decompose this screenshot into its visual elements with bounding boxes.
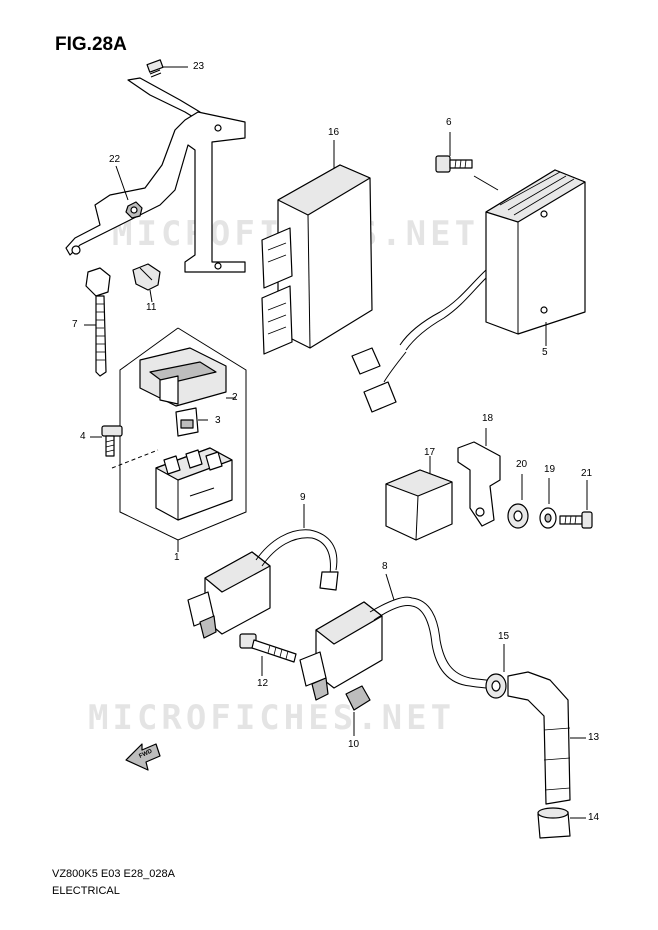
callout-16: 16 <box>328 127 340 138</box>
callout-2: 2 <box>232 392 238 403</box>
part-7-cable-tie <box>84 267 111 377</box>
callout-10: 10 <box>348 739 360 750</box>
watermark-bottom: MICROFICHES.NET <box>88 698 456 738</box>
callout-6: 6 <box>446 117 452 128</box>
part-16-ecm <box>261 140 373 355</box>
figure-section: ELECTRICAL <box>52 885 120 897</box>
part-18-bracket <box>457 428 501 527</box>
part-19-collar <box>539 478 557 529</box>
callout-21: 21 <box>581 468 593 479</box>
part-23-screw <box>146 59 188 78</box>
fwd-arrow-label: FWD <box>138 748 154 759</box>
part-12-bolt <box>239 633 297 676</box>
figure-title: FIG.28A <box>55 34 127 55</box>
callout-14: 14 <box>588 812 600 823</box>
callout-4: 4 <box>80 431 86 442</box>
part-14-cover <box>537 807 586 839</box>
callout-7: 7 <box>72 319 78 330</box>
callout-12: 12 <box>257 678 269 689</box>
figure-code: VZ800K5 E03 E28_028A <box>52 868 175 880</box>
part-8-ht-lead <box>369 573 501 691</box>
callout-9: 9 <box>300 492 306 503</box>
part-6-bolt <box>435 132 499 191</box>
relay-assembly-box <box>119 327 247 552</box>
part-22-bracket <box>65 77 246 273</box>
callout-17: 17 <box>424 447 436 458</box>
callout-1: 1 <box>174 552 180 563</box>
callout-23: 23 <box>193 61 205 72</box>
fwd-arrow-icon: FWD <box>125 743 161 771</box>
callout-5: 5 <box>542 347 548 358</box>
callout-22: 22 <box>109 154 121 165</box>
callout-15: 15 <box>498 631 510 642</box>
part-20-grommet <box>507 474 529 529</box>
callout-20: 20 <box>516 459 528 470</box>
callout-19: 19 <box>544 464 556 475</box>
callout-8: 8 <box>382 561 388 572</box>
callout-11: 11 <box>146 302 157 313</box>
part-11-clip <box>132 263 161 303</box>
part-4-bolt <box>90 425 159 469</box>
part-5-regulator <box>351 169 586 413</box>
callout-3: 3 <box>215 415 221 426</box>
part-15-seal <box>485 644 507 699</box>
callout-13: 13 <box>588 732 600 743</box>
part-17-module <box>385 456 453 541</box>
part-21-bolt <box>559 480 593 529</box>
part-10-ignition-coil <box>299 601 383 736</box>
part-13-plug-cap <box>507 671 586 805</box>
callout-18: 18 <box>482 413 494 424</box>
part-9-ignition-coil <box>187 504 339 639</box>
